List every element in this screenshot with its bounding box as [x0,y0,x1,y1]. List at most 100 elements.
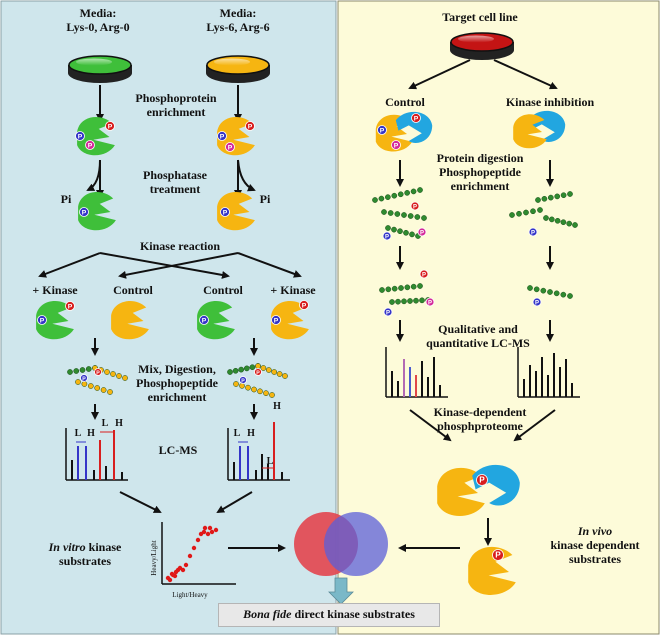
pdot-rp7-circle [425,297,435,307]
pep-mix-r1-bead [232,367,239,374]
peak-label-l4: L [266,456,274,467]
pdot-r5-text: P [302,303,307,310]
kinase-control-right-body [395,111,433,143]
pep-rc-a-bead [385,194,391,200]
protein-control-right [375,114,413,152]
pdot-rp3-circle [417,227,427,237]
pep-ri-c-bead [548,216,555,223]
footer-italic: Bona fide [243,607,292,621]
pdot-rp8: P [532,297,542,307]
pep-rc-b-bead [407,213,414,219]
phosphatase-line1: Phosphatase [142,168,207,182]
pep-rc2-a-bead [417,283,423,289]
pep-ri2-a [527,285,573,299]
protein-control-right-body [375,114,413,152]
pep-rc2-a [379,283,423,293]
pdot-m2: P [94,368,102,377]
mix-line1: Mix, Digestion, [138,362,216,376]
pep-rc2-a-bead [398,285,404,291]
in-vivo-line3: substrates [568,552,621,566]
arrow-target-inhibition [493,59,558,90]
pep-rc-b-bead [401,212,407,218]
protein-control-heavy-body [197,301,235,340]
scatter-point [205,531,211,537]
phosphoprotein-line2: enrichment [146,105,206,119]
pdot-kd1: P [476,474,488,486]
protein-control-heavy [197,301,235,340]
protein-dephospho-heavy-body [217,192,255,231]
pdot-m4-circle [254,368,262,376]
pep-rc-b-bead [381,209,387,215]
in-vitro-label: In vitro kinase substrates [30,540,140,568]
pdot-e3: P [105,121,115,131]
pep-ri-b [535,191,573,203]
scatter-point [170,572,176,578]
pep-mix-r1-bead [249,364,256,371]
pdot-rp6-text: P [422,273,426,279]
pep-rc2-b-bead [413,297,419,304]
pdot-d2-text: P [223,210,228,217]
control-left-label: Control [113,283,153,297]
pep-ri2-a-bead [553,290,560,297]
pep-ri2-a-bead [567,293,573,299]
media-heavy-line1: Media: [219,6,257,20]
pep-ri-a-bead [530,208,536,215]
protein-digestion-line3: enrichment [450,179,510,193]
protein-control-light [111,301,149,340]
pep-mix-r3-bead [233,381,239,387]
pep-ri-b-bead [567,191,573,197]
plus-kinase-left-label: + Kinase [32,283,78,297]
pdot-m4: P [254,368,262,377]
protein-dephospho-heavy [217,192,255,231]
pdot-e1-text: P [78,134,83,141]
pep-mix-l2-bead [104,369,110,375]
pdot-rp6-circle [419,269,429,279]
mix-digestion-label: Mix, Digestion, Phosphopeptide enrichmen… [127,362,227,404]
in-vitro-line2: substrates [58,554,111,568]
pep-mix-r3-bead [263,390,269,397]
pep-mix-l3-bead [75,379,81,385]
kinase-inhibition-label: Kinase inhibition [505,95,595,109]
pep-mix-l2-bead [110,371,116,377]
pdot-m2-circle [94,368,102,376]
pdot-e3-text: P [108,124,113,131]
pdot-e1: P [75,131,85,141]
pep-rc2-b-bead [395,298,401,305]
pep-mix-l1-bead [67,369,73,375]
pep-rc-a-bead [397,191,404,198]
kinase-control-right [395,111,433,143]
protein-inhibition-right [513,114,547,149]
protein-in-vivo [468,546,516,595]
pep-ri-a [509,207,543,218]
protein-digestion-label: Protein digestion Phosphopeptide enrichm… [425,151,535,193]
pep-rc-a-bead [372,197,378,203]
pdot-m4-text: P [256,371,260,377]
pdot-m1-text: P [82,377,86,383]
pep-ri-c [543,215,578,228]
pep-mix-l3-bead [94,385,101,391]
pdot-iv1-text: P [495,551,501,560]
pep-mix-r2 [255,363,288,379]
kinase-dependent-label: Kinase-dependent phosphproteome [420,405,540,433]
pdot-rp8-circle [532,297,542,307]
footer-label: Bona fide direct kinase substrates [218,607,440,622]
pep-rc-b-bead [414,214,421,220]
pdot-e6-circle [245,121,255,131]
pep-ri2-a-bead [547,289,553,295]
pdot-rp7: P [425,297,435,307]
pdot-r2: P [65,301,75,311]
pep-ri-b-bead [535,197,541,203]
pep-ri-c-bead [543,215,549,221]
pep-rc-a-bead [391,192,398,199]
mix-line3: enrichment [147,390,207,404]
pdot-r3: P [199,315,209,325]
pep-rc-c [385,225,421,239]
pep-ri-a-bead [509,212,515,218]
pep-ri-a-bead [516,210,522,217]
in-vitro-rest: kinase [85,540,122,554]
pep-ri-c-bead [572,222,578,228]
scatter-point [187,553,193,559]
pdot-d1: P [79,207,89,217]
dish-target-shine [458,35,494,43]
protein-digestion-line2: Phosphopeptide [438,165,522,179]
